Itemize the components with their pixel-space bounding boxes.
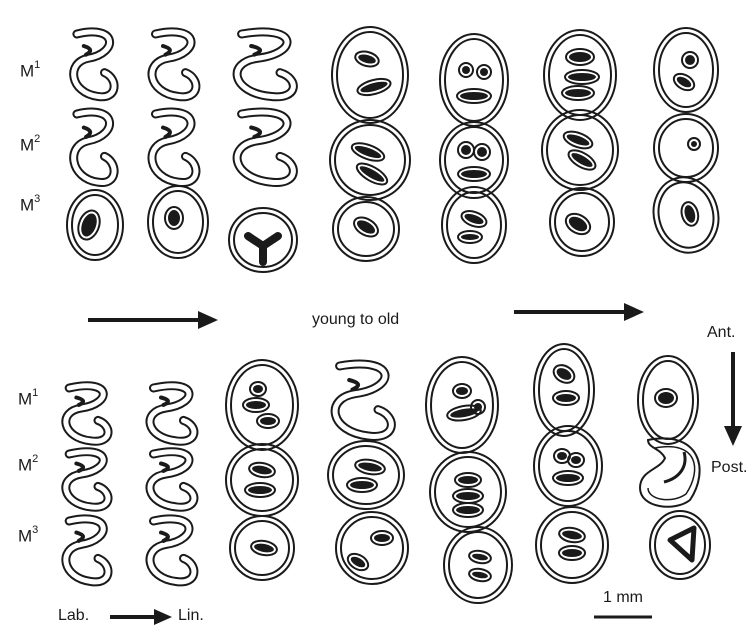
top-col2-m2	[152, 112, 196, 182]
top-col4-m3	[333, 197, 399, 261]
bottom-col1-m2	[66, 452, 108, 508]
bottom-col7-m1	[638, 356, 698, 444]
bottom-col4-m1	[335, 364, 391, 436]
bottom-col6-m1	[534, 344, 594, 436]
age-caption: young to old	[312, 311, 399, 329]
age-arrow-left	[88, 311, 218, 329]
bottom-col4-m2	[328, 441, 404, 509]
bottom-col3-m1	[226, 360, 298, 450]
bottom-col5-m3	[444, 527, 512, 603]
top-col2-m3	[148, 186, 208, 258]
top-col6-m3	[550, 188, 614, 256]
bottom-col7-m3	[650, 511, 710, 579]
bottom-col1-m3	[66, 519, 108, 582]
bottom-col5-m1	[426, 357, 498, 453]
bottom-m3-label: M3	[18, 527, 38, 545]
bottom-col3-m2	[226, 444, 298, 516]
bottom-m2-label: M2	[18, 456, 38, 474]
scale-bar-label: 1 mm	[603, 589, 643, 607]
labial-label: Lab.	[58, 607, 89, 625]
top-col7-m3	[645, 170, 726, 260]
bottom-col6-m3	[536, 507, 608, 583]
top-col2-m1	[152, 32, 196, 97]
bottom-col4-m3	[336, 512, 408, 584]
lab-lin-arrow	[110, 609, 172, 625]
bottom-col5-m2	[430, 452, 506, 532]
top-m3-label: M3	[20, 196, 40, 214]
bottom-m1-label: M1	[18, 390, 38, 408]
top-col3-m2	[237, 112, 293, 182]
top-col4-m1	[332, 27, 408, 123]
bottom-col2-m3	[150, 519, 194, 582]
top-col5-m1	[440, 34, 508, 126]
bottom-col3-m3	[230, 516, 294, 580]
ant-post-arrow	[724, 352, 742, 446]
anterior-label: Ant.	[707, 324, 735, 342]
top-col3-m3	[229, 208, 297, 272]
top-m2-label: M2	[20, 136, 40, 154]
age-arrow-right	[514, 303, 644, 321]
lingual-label: Lin.	[178, 607, 204, 625]
bottom-col1-m1	[66, 386, 108, 442]
bottom-col6-m2	[534, 426, 602, 506]
top-col7-m2	[654, 114, 718, 182]
top-col1-m2	[74, 112, 114, 182]
top-col7-m1	[654, 28, 718, 112]
top-col4-m2	[330, 120, 410, 200]
top-col6-m2	[542, 110, 618, 190]
top-col3-m1	[237, 32, 293, 97]
bottom-col2-m2	[150, 452, 194, 508]
posterior-label: Post.	[711, 459, 747, 477]
top-m1-label: M1	[20, 62, 40, 80]
top-col6-m1	[544, 30, 616, 120]
top-col1-m3	[67, 190, 123, 260]
bottom-col7-m2	[640, 438, 700, 506]
top-col1-m1	[74, 32, 114, 97]
bottom-col2-m1	[150, 386, 194, 442]
